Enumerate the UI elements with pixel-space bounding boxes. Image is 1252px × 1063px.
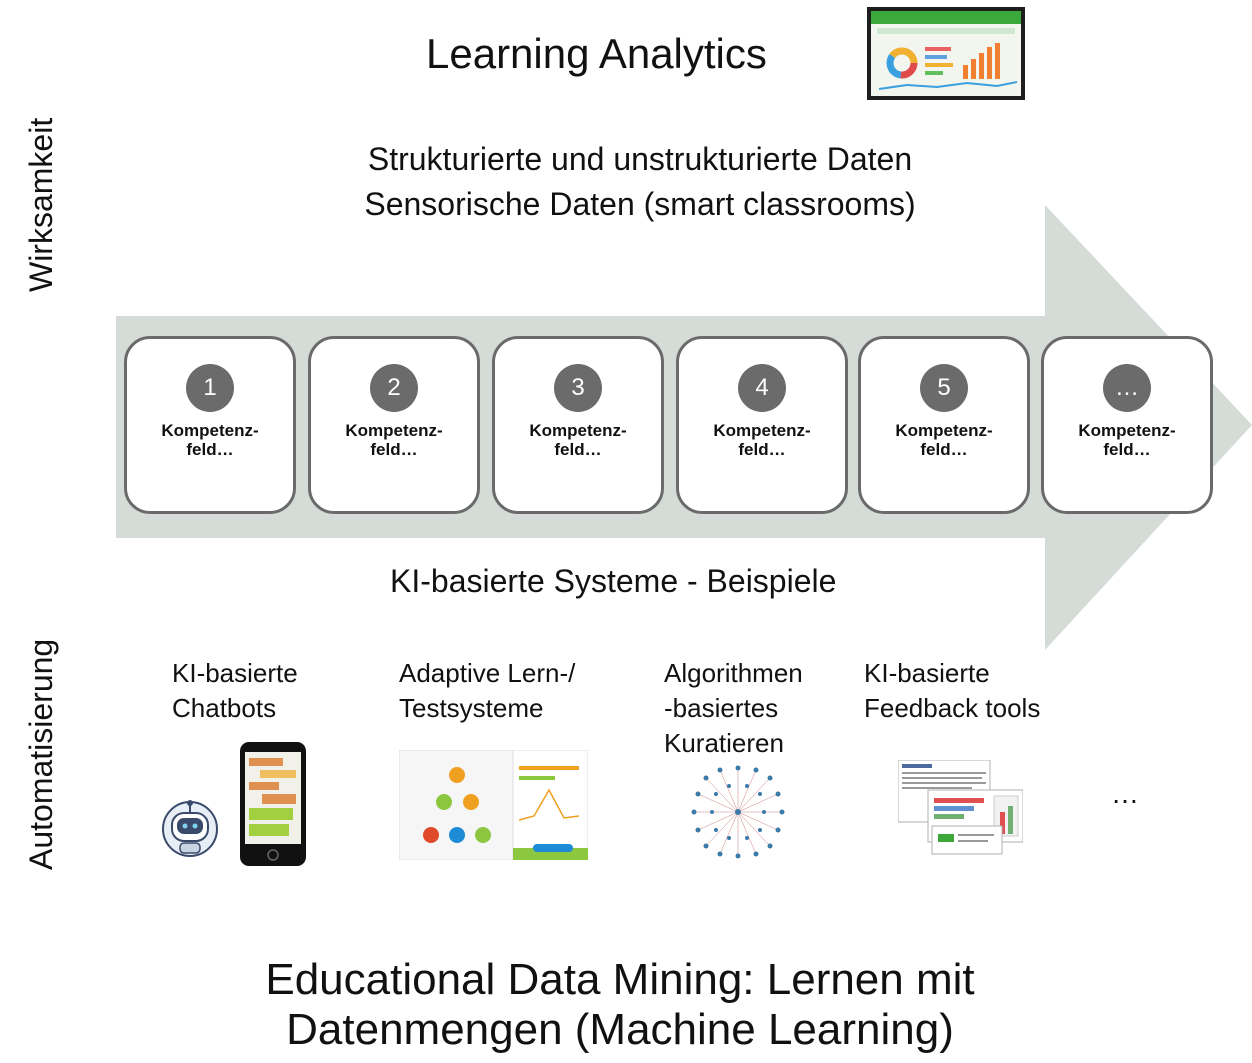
competence-field-box: 1 Kompetenz- feld…	[124, 336, 296, 514]
competence-field-label: Kompetenz- feld…	[713, 421, 811, 459]
educational-data-mining-title: Educational Data Mining: Lernen mit Date…	[265, 955, 975, 1054]
competence-field-label: Kompetenz- feld…	[895, 421, 993, 459]
example-label-adaptive: Adaptive Lern-/ Testsysteme	[399, 658, 576, 723]
step-number-badge: …	[1103, 364, 1151, 412]
step-number-badge: 3	[554, 364, 602, 412]
example-label-chatbots: KI-basierte Chatbots	[172, 658, 298, 723]
more-examples-ellipsis: …	[1111, 778, 1139, 809]
subtitle-line-1: Strukturierte und unstrukturierte Daten	[367, 141, 913, 177]
example-label-feedback: KI-basierte Feedback tools	[864, 658, 1041, 723]
competence-field-label: Kompetenz- feld…	[529, 421, 627, 459]
adaptive-system-screenshot	[399, 750, 588, 860]
robot-icon	[162, 800, 218, 857]
competence-field-box: 4 Kompetenz- feld…	[676, 336, 848, 514]
step-number-badge: 1	[186, 364, 234, 412]
step-number-badge: 4	[738, 364, 786, 412]
feedback-report-screenshot	[898, 760, 1023, 855]
step-number-badge: 5	[920, 364, 968, 412]
dashboard-thumbnail	[867, 7, 1025, 100]
smartphone-chat-icon	[240, 742, 306, 866]
competence-field-box: 5 Kompetenz- feld…	[858, 336, 1030, 514]
competence-field-box: … Kompetenz- feld…	[1041, 336, 1213, 514]
competence-field-label: Kompetenz- feld…	[345, 421, 443, 459]
network-graph	[691, 765, 785, 859]
ki-systems-heading: KI-basierte Systeme - Beispiele	[390, 563, 837, 599]
competence-field-box: 2 Kompetenz- feld…	[308, 336, 480, 514]
step-number-badge: 2	[370, 364, 418, 412]
competence-field-label: Kompetenz- feld…	[161, 421, 259, 459]
subtitle-line-2: Sensorische Daten (smart classrooms)	[364, 186, 916, 222]
competence-field-box: 3 Kompetenz- feld…	[492, 336, 664, 514]
example-label-curation: Algorithmen -basiertes Kuratieren	[664, 658, 803, 758]
title-learning-analytics: Learning Analytics	[426, 30, 767, 77]
competence-field-label: Kompetenz- feld…	[1078, 421, 1176, 459]
